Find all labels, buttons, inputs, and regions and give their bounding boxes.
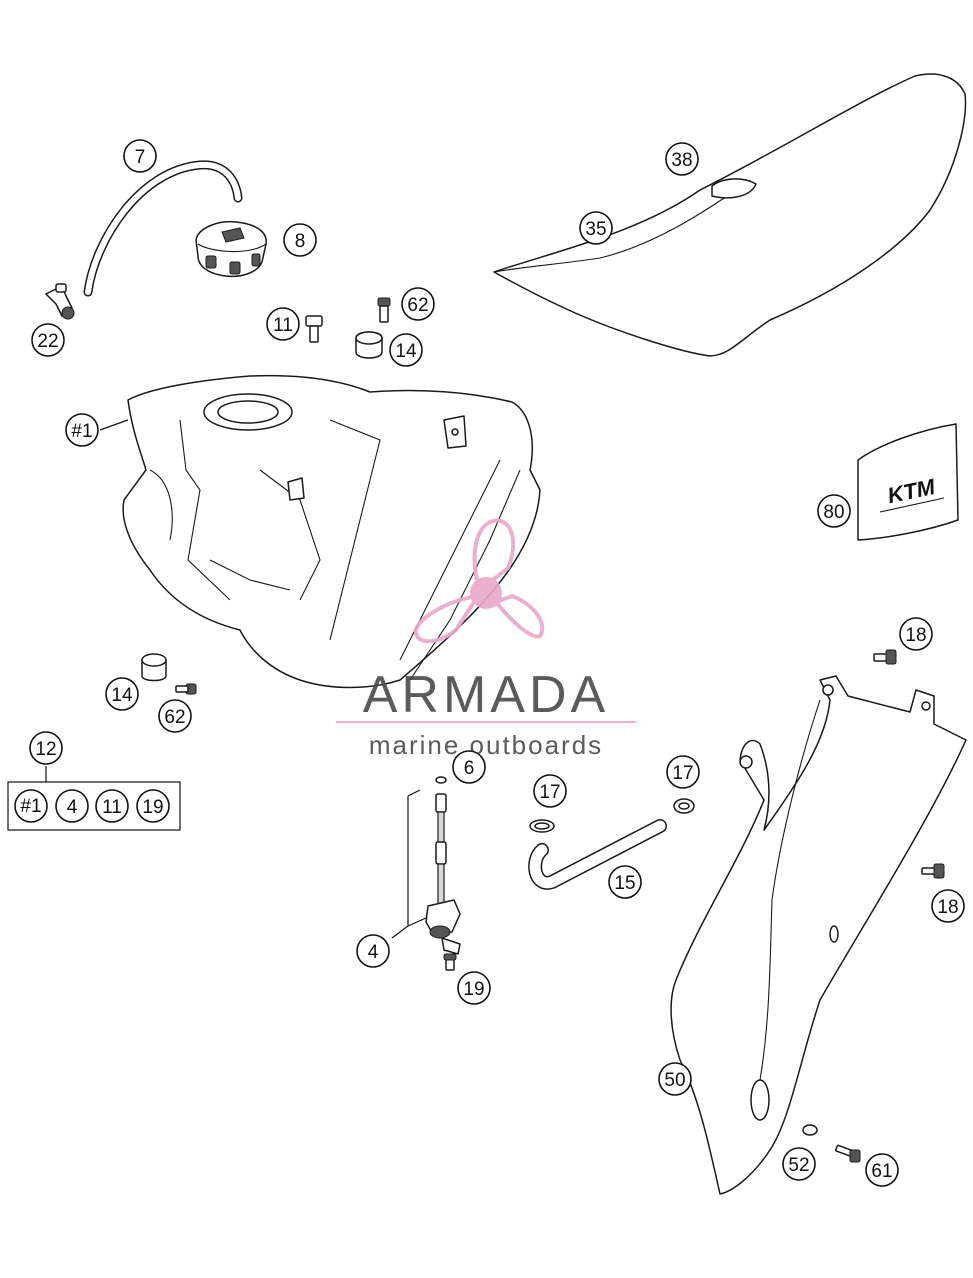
callout-14-lower: 14 (105, 677, 139, 711)
bolt-61 (835, 1144, 861, 1163)
svg-text:17: 17 (539, 782, 560, 803)
svg-text:15: 15 (614, 873, 635, 894)
svg-text:19: 19 (142, 797, 163, 818)
callout-18-top: 18 (899, 617, 933, 651)
callout-35: 35 (579, 211, 613, 245)
kit-item-19: 19 (136, 789, 170, 823)
svg-text:11: 11 (273, 315, 293, 336)
kit-item-11: 11 (95, 789, 129, 823)
callout-52: 52 (782, 1147, 816, 1181)
svg-text:8: 8 (295, 231, 306, 252)
svg-text:14: 14 (395, 341, 417, 362)
svg-text:14: 14 (111, 685, 133, 706)
bushing-14-lower (141, 653, 167, 682)
bolt-62-top (377, 297, 391, 323)
callout-62-lower: 62 (158, 699, 192, 733)
svg-text:62: 62 (164, 707, 185, 728)
svg-text:62: 62 (407, 295, 428, 316)
svg-text:50: 50 (664, 1070, 685, 1091)
svg-text:7: 7 (135, 147, 146, 168)
bolt-11 (305, 315, 323, 343)
side-panel (670, 675, 967, 1195)
watermark-brand: ARMADA (363, 666, 609, 724)
bolt-18-top (873, 649, 897, 665)
svg-text:35: 35 (585, 219, 606, 240)
callout-12: 12 (29, 731, 63, 765)
svg-text:11: 11 (102, 797, 122, 818)
fuel-tank (122, 374, 541, 689)
callout-38: 38 (665, 142, 699, 176)
callout-1: #1 (65, 413, 99, 447)
armada-watermark: ARMADA marine outboards (336, 518, 636, 760)
callout-61: 61 (865, 1153, 899, 1187)
fuel-breather-hose (83, 160, 243, 297)
callout-7: 7 (123, 139, 157, 173)
fuel-tap (425, 776, 461, 971)
svg-text:18: 18 (905, 625, 926, 646)
bolt-62-lower (175, 683, 197, 695)
seat (493, 73, 967, 357)
bushing-14-top (355, 331, 383, 359)
svg-text:17: 17 (672, 763, 693, 784)
fuel-hose-15 (528, 819, 667, 890)
ktm-decal: KTM (857, 423, 959, 541)
svg-text:#1: #1 (71, 421, 92, 442)
callout-6: 6 (452, 750, 486, 784)
svg-text:52: 52 (788, 1155, 809, 1176)
svg-text:19: 19 (463, 979, 484, 1000)
callout-19: 19 (457, 971, 491, 1005)
elbow-fitting (45, 283, 75, 320)
svg-text:6: 6 (464, 758, 475, 779)
svg-text:22: 22 (37, 331, 58, 352)
hose-clamp-17a (529, 819, 555, 833)
callout-22: 22 (31, 323, 65, 357)
callout-18-side: 18 (931, 889, 965, 923)
callout-14-top: 14 (389, 333, 423, 367)
callout-62-top: 62 (401, 287, 435, 321)
svg-text:4: 4 (67, 797, 78, 818)
callout-17-left: 17 (533, 774, 567, 808)
watermark-tagline: marine outboards (369, 730, 603, 760)
callout-80: 80 (817, 494, 851, 528)
svg-text:61: 61 (871, 1161, 892, 1182)
propeller-logo (413, 518, 545, 644)
callout-4: 4 (356, 934, 390, 968)
svg-text:#1: #1 (20, 796, 41, 817)
svg-text:80: 80 (823, 502, 844, 523)
callout-15: 15 (608, 865, 642, 899)
hose-clamp-17b (673, 798, 695, 814)
washer-52 (802, 1124, 818, 1136)
callout-50: 50 (658, 1062, 692, 1096)
bolt-18-side (921, 863, 945, 879)
callout-11: 11 (266, 307, 300, 341)
svg-text:12: 12 (35, 739, 56, 760)
svg-text:4: 4 (368, 942, 379, 963)
callout-8: 8 (283, 223, 317, 257)
fuel-cap (195, 220, 267, 278)
kit-items: #1 4 11 19 (14, 789, 170, 823)
kit-item-4: 4 (55, 789, 89, 823)
svg-text:18: 18 (937, 897, 958, 918)
kit-item-1: #1 (14, 789, 48, 823)
callout-17-right: 17 (666, 755, 700, 789)
svg-text:38: 38 (671, 150, 692, 171)
callouts: 7 8 22 11 62 14 38 35 #1 80 18 14 62 12 … (29, 139, 965, 1187)
